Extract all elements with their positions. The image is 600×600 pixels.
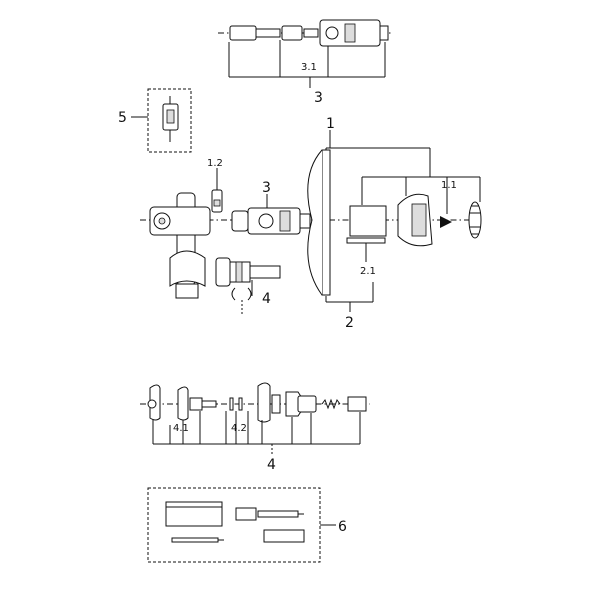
- part-box-5: 5: [118, 88, 192, 153]
- label-2: 2: [345, 315, 354, 331]
- label-3-top: 3: [314, 90, 323, 106]
- label-3-1: 3.1: [301, 62, 317, 73]
- label-4-2: 4.2: [231, 423, 247, 434]
- top-cartridge-assembly: 3.1 3: [218, 19, 392, 106]
- label-2-1: 2.1: [360, 266, 376, 277]
- label-1: 1: [326, 116, 335, 132]
- main-assembly: 1.2 3 4 2.1: [140, 116, 482, 331]
- label-4-1: 4.1: [173, 423, 189, 434]
- row-4-assembly: 4.1 4.2 4: [140, 382, 370, 473]
- label-5: 5: [118, 110, 127, 126]
- label-3-main: 3: [262, 180, 271, 196]
- label-4-main: 4: [262, 291, 271, 307]
- label-6: 6: [338, 519, 347, 535]
- label-1-2: 1.2: [207, 158, 223, 169]
- part-box-6: 6: [147, 487, 347, 563]
- label-4-row: 4: [267, 457, 276, 473]
- label-1-1: 1.1: [441, 180, 457, 191]
